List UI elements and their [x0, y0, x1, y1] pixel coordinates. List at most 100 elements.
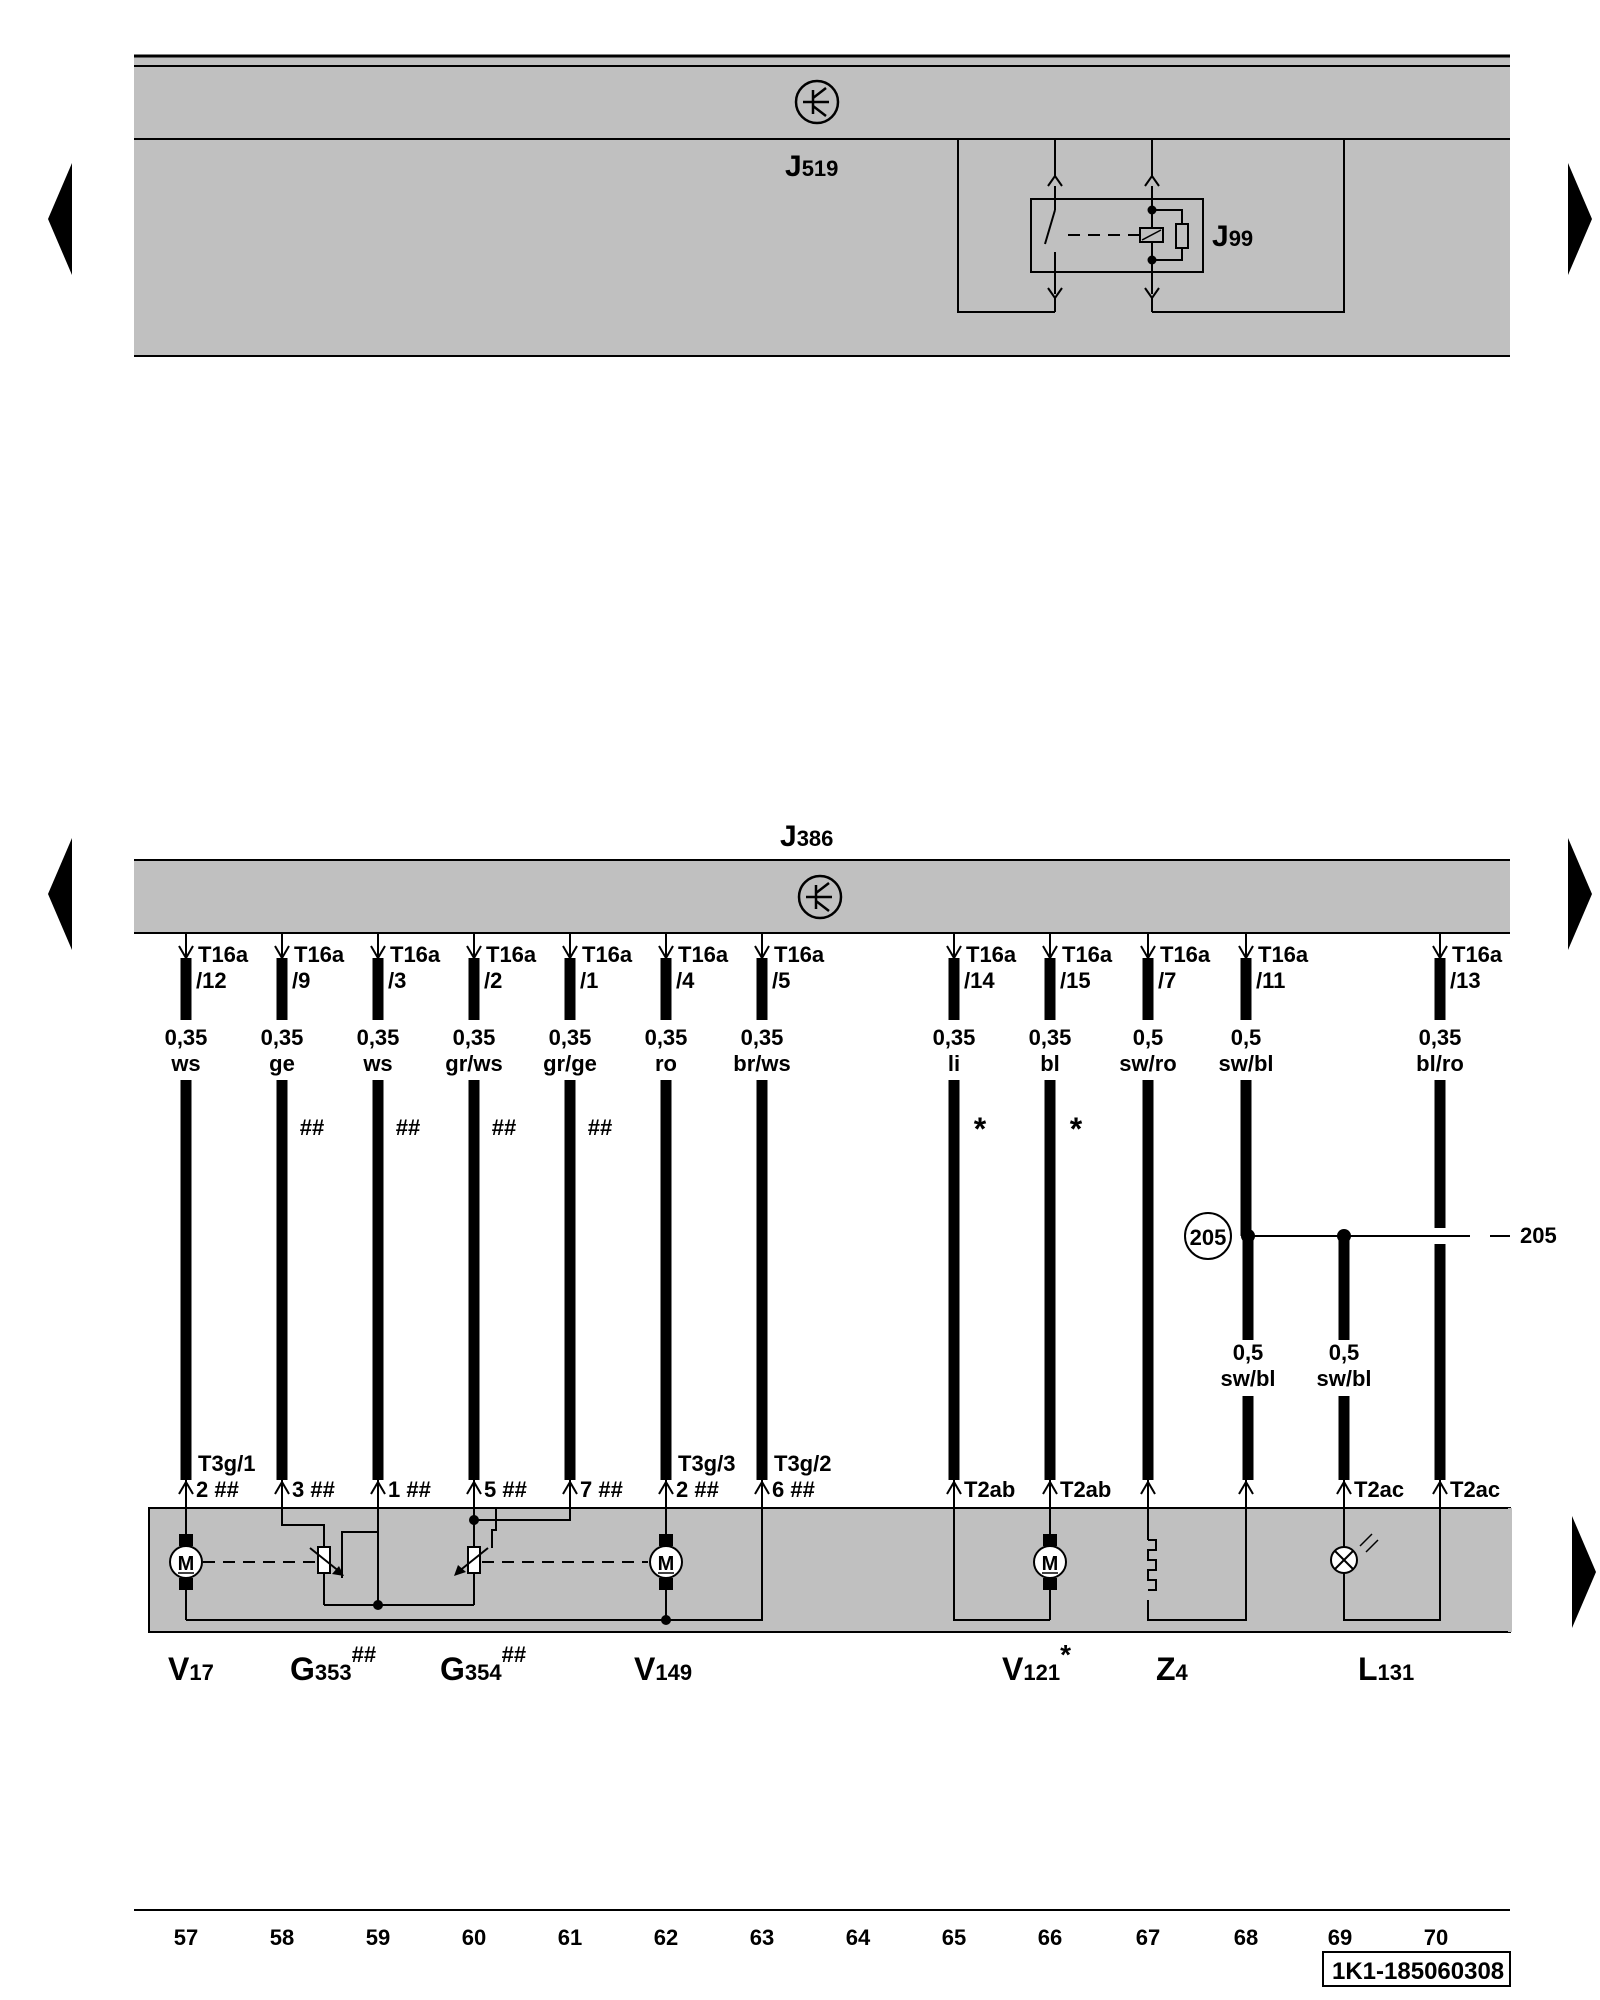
component-label-v121: V121* — [1002, 1639, 1071, 1687]
wire-color: sw/bl — [1218, 1051, 1273, 1076]
component-label-v149: V149 — [634, 1651, 692, 1687]
wire-marker: ## — [492, 1115, 516, 1140]
track-number: 66 — [1038, 1925, 1062, 1950]
prev-page-arrow-middle[interactable] — [48, 838, 72, 950]
track-number: 61 — [558, 1925, 582, 1950]
connector-label: T16a — [1452, 942, 1503, 967]
wire-segment — [660, 1080, 672, 1480]
electronic-unit-icon — [797, 874, 843, 920]
track-number: 62 — [654, 1925, 678, 1950]
branch-color-69: sw/bl — [1316, 1366, 1371, 1391]
control-unit-label-j519: J519 — [785, 150, 838, 183]
wire-color: bl/ro — [1416, 1051, 1464, 1076]
track-number: 65 — [942, 1925, 966, 1950]
branch-color-68: sw/bl — [1220, 1366, 1275, 1391]
wire-segment — [564, 958, 576, 1020]
bottom-connector-label: T3g/1 — [198, 1451, 255, 1476]
connector-label: T16a — [1258, 942, 1309, 967]
wire-gauge: 0,35 — [1419, 1025, 1462, 1050]
wire-segment — [1044, 958, 1056, 1020]
wire-color: sw/ro — [1119, 1051, 1176, 1076]
bottom-connector-label: T3g/3 — [678, 1451, 735, 1476]
motor-v121: M — [953, 1508, 1067, 1621]
pin-arrow-icon — [754, 1480, 770, 1495]
pin-arrow-icon — [562, 1480, 578, 1495]
wire-segment — [1434, 1080, 1446, 1228]
connector-label: T16a — [390, 942, 441, 967]
wire-segment — [564, 1080, 576, 1480]
connector-pin-label: /9 — [292, 968, 310, 993]
wire-segment — [1044, 1080, 1056, 1480]
wire-segment — [1142, 958, 1154, 1020]
wire-segment — [756, 1080, 768, 1480]
wire-marker: ## — [588, 1115, 612, 1140]
top-control-unit: J519 — [134, 54, 1510, 357]
wire-segment — [180, 1080, 192, 1480]
wire-segment — [372, 958, 384, 1020]
wire-segment — [1434, 958, 1446, 1020]
pin-arrow-icon — [274, 1480, 290, 1495]
pin-arrow-icon — [1042, 1480, 1058, 1495]
track-number: 68 — [1234, 1925, 1258, 1950]
wire-segment — [1434, 1244, 1446, 1480]
branch-gauge-69: 0,5 — [1329, 1340, 1360, 1365]
wire-segment — [276, 958, 288, 1020]
wire-gauge: 0,35 — [453, 1025, 496, 1050]
wire-segment — [948, 958, 960, 1020]
branch-pin-69: T2ac — [1354, 1477, 1404, 1502]
track-number: 60 — [462, 1925, 486, 1950]
connector-pin-label: /11 — [1256, 968, 1285, 993]
wire-gauge: 0,5 — [1231, 1025, 1262, 1050]
wire-segment — [276, 1080, 288, 1480]
pin-arrow-icon — [946, 1480, 962, 1495]
wire-marker: ## — [300, 1115, 324, 1140]
motor-symbol: M — [178, 1553, 195, 1575]
motor-v17: M — [169, 1508, 316, 1620]
connector-pin-label: /14 — [964, 968, 995, 993]
connector-label: T16a — [1160, 942, 1211, 967]
motor-v149: M — [649, 1508, 683, 1620]
connector-pin-label: /15 — [1060, 968, 1091, 993]
bottom-connector-label: T3g/2 — [774, 1451, 831, 1476]
bottom-pin-label: T2ab — [1060, 1477, 1111, 1502]
top-unit-body — [134, 56, 1510, 356]
bottom-pin-label: 1 ## — [388, 1477, 431, 1502]
pin-arrow-icon — [178, 1480, 194, 1495]
prev-page-arrow-top[interactable] — [48, 163, 72, 275]
next-page-arrow-middle[interactable] — [1568, 838, 1592, 950]
track-number: 69 — [1328, 1925, 1352, 1950]
bottom-pin-label: T2ac — [1450, 1477, 1500, 1502]
wire-segment — [1240, 1080, 1252, 1236]
wire-marker: * — [974, 1111, 987, 1147]
potentiometer-g354 — [454, 1508, 648, 1605]
pin-arrow-icon — [1432, 1480, 1448, 1495]
wire-color: ge — [269, 1051, 295, 1076]
wire-gauge: 0,35 — [645, 1025, 688, 1050]
connector-pin-label: /5 — [772, 968, 790, 993]
connector-label: T16a — [678, 942, 729, 967]
component-label-g353: G353## — [290, 1642, 376, 1687]
wire-color: li — [948, 1051, 960, 1076]
wire-segment — [180, 958, 192, 1020]
next-page-arrow-top[interactable] — [1568, 163, 1592, 275]
heater-z4 — [1147, 1508, 1247, 1621]
junction-label-left: 205 — [1190, 1225, 1227, 1250]
connector-label: T16a — [966, 942, 1017, 967]
wire-marker: * — [1070, 1111, 1083, 1147]
bottom-pin-label: T2ab — [964, 1477, 1015, 1502]
lamp-l131 — [1330, 1508, 1441, 1621]
component-label-l131: L131 — [1358, 1651, 1414, 1687]
connector-pin-label: /3 — [388, 968, 406, 993]
wire-color: ws — [170, 1051, 200, 1076]
next-page-arrow-bottom[interactable] — [1572, 1516, 1596, 1628]
bottom-pin-label: 5 ## — [484, 1477, 527, 1502]
wire-gauge: 0,35 — [549, 1025, 592, 1050]
wire-segment — [1142, 1080, 1154, 1480]
wire-segment — [948, 1080, 960, 1480]
wire-segment — [660, 958, 672, 1020]
relay-label-j99: J99 — [1212, 220, 1253, 253]
track-number: 57 — [174, 1925, 198, 1950]
